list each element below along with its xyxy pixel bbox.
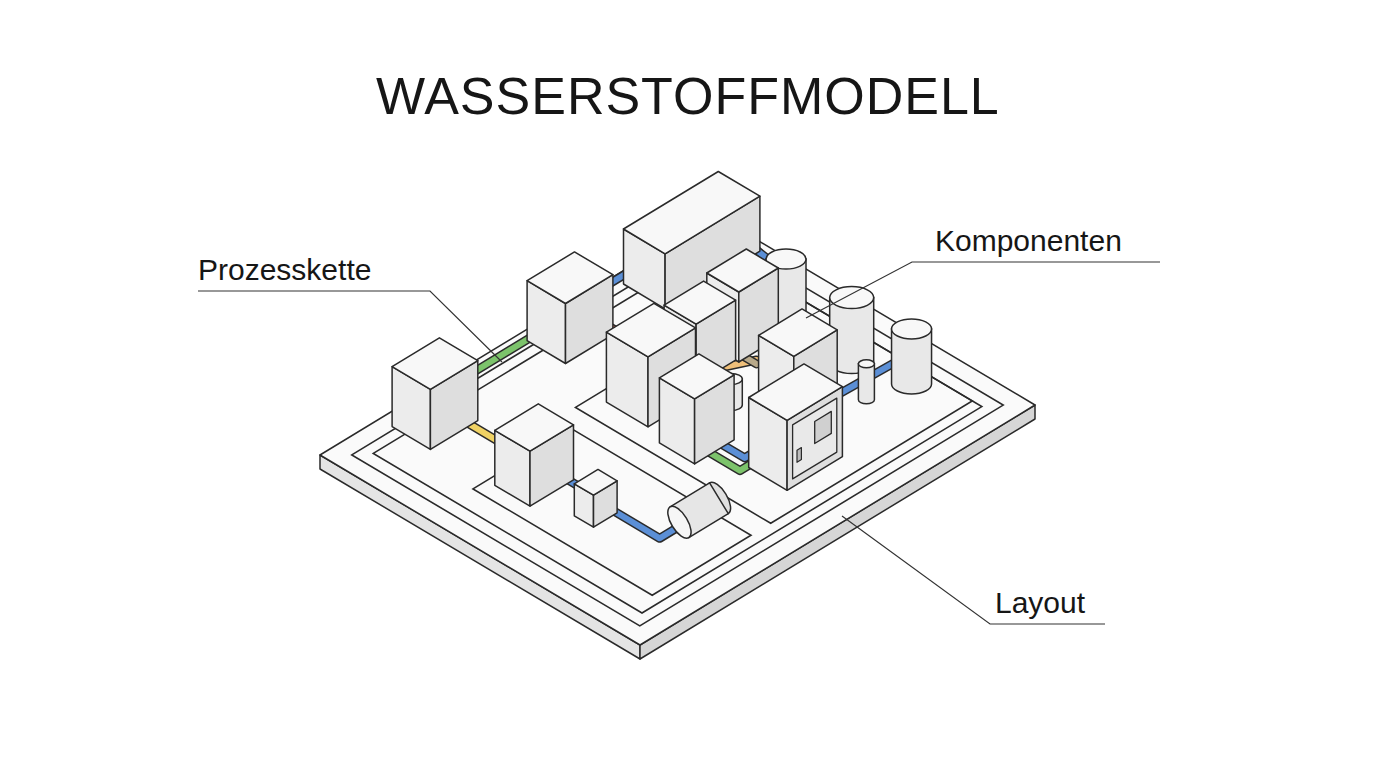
tank-top — [858, 360, 874, 368]
tank-end — [663, 503, 696, 542]
box-face — [759, 309, 838, 356]
components — [392, 172, 931, 542]
box-face — [624, 172, 760, 254]
tank — [858, 360, 874, 404]
tank-top — [830, 287, 874, 309]
callout-label: Komponenten — [935, 224, 1122, 257]
box-face — [392, 338, 478, 390]
leader-line — [198, 291, 502, 362]
equipment-box — [574, 469, 617, 527]
control-cabinet — [749, 364, 843, 490]
callout-label: Prozesskette — [198, 253, 371, 286]
box-face — [574, 469, 617, 495]
leader-line — [842, 516, 1105, 624]
equipment-box — [527, 252, 613, 364]
tank-top — [892, 319, 932, 339]
tank-body — [858, 364, 874, 404]
box-face — [606, 303, 695, 357]
leader-lines — [198, 262, 1160, 624]
walkway-line — [373, 247, 982, 613]
equipment-box — [495, 404, 574, 506]
equipment-box — [392, 338, 478, 450]
leader-line — [806, 262, 1160, 318]
callout-label: Layout — [995, 586, 1085, 619]
diagram-title: WASSERSTOFFMODELL — [376, 68, 1000, 125]
box-face — [659, 354, 734, 399]
equipment-box — [659, 354, 734, 464]
isometric-plant — [320, 172, 1035, 660]
cabinet-door — [793, 398, 837, 479]
box-face — [495, 404, 574, 451]
horizontal-tank — [663, 479, 735, 542]
tank — [892, 319, 932, 394]
cabinet-panel — [815, 411, 832, 443]
box-face — [707, 249, 779, 292]
cabinet-handle — [797, 448, 801, 463]
box-face — [527, 252, 613, 304]
